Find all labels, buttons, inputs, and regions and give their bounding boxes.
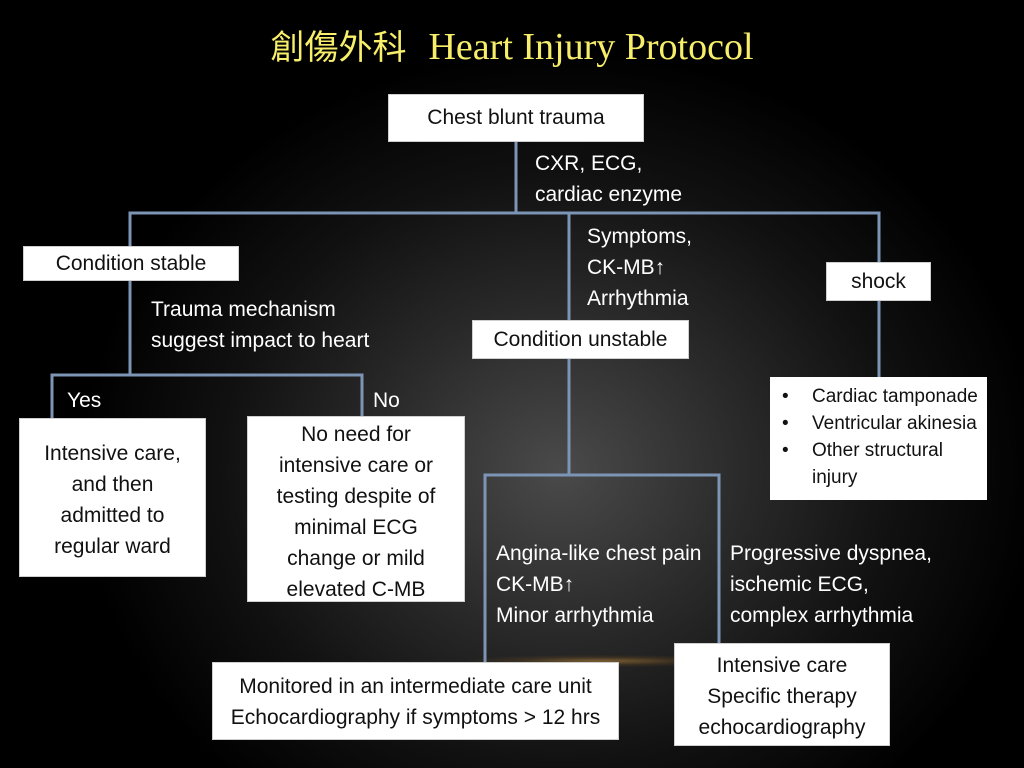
node-intermediate-care: Monitored in an intermediate care unit E… xyxy=(212,662,619,740)
label-line: Progressive dyspnea, xyxy=(730,542,932,565)
label-yes: Yes xyxy=(67,385,101,416)
node-condition-stable: Condition stable xyxy=(23,246,239,281)
label-line: ischemic ECG, xyxy=(730,573,869,596)
node-chest-blunt-trauma: Chest blunt trauma xyxy=(388,94,644,142)
label-line: Minor arrhythmia xyxy=(496,604,654,627)
node-text: elevated C-MB xyxy=(286,578,426,601)
node-text: Condition stable xyxy=(55,252,207,275)
node-text: shock xyxy=(851,270,906,293)
label-line: suggest impact to heart xyxy=(151,329,370,352)
list-item: Cardiac tamponade xyxy=(770,383,987,410)
label-line: CK-MB↑ xyxy=(496,573,575,596)
label-symptoms: Symptoms, CK-MB↑ Arrhythmia xyxy=(587,221,692,314)
node-text: minimal ECG xyxy=(294,516,418,539)
node-text: change or mild xyxy=(287,547,425,570)
label-line: Arrhythmia xyxy=(587,287,689,310)
label-line: Trauma mechanism xyxy=(151,298,336,321)
label-no: No xyxy=(373,385,400,416)
node-text: Intensive care, xyxy=(44,442,181,465)
node-text: Chest blunt trauma xyxy=(427,106,605,129)
label-line: Symptoms, xyxy=(587,225,693,248)
list-item: Ventricular akinesia xyxy=(770,410,987,437)
node-text: testing despite of xyxy=(276,485,436,508)
label-line: cardiac enzyme xyxy=(535,183,683,206)
node-text: Echocardiography if symptoms > 12 hrs xyxy=(230,706,601,729)
node-text: and then xyxy=(71,473,154,496)
node-text: intensive care or xyxy=(278,454,434,477)
node-text: admitted to xyxy=(60,504,165,527)
node-intensive-care: Intensive care Specific therapy echocard… xyxy=(674,643,890,746)
node-shock: shock xyxy=(826,262,931,301)
label-line: Yes xyxy=(67,389,102,412)
node-text: echocardiography xyxy=(698,716,866,739)
slide-title: 創傷外科 Heart Injury Protocol xyxy=(0,22,1024,73)
label-line: CK-MB↑ xyxy=(587,256,666,279)
title-cjk: 創傷外科 xyxy=(270,28,407,68)
node-text: Monitored in an intermediate care unit xyxy=(239,675,592,698)
label-trauma-mechanism: Trauma mechanism suggest impact to heart xyxy=(151,294,369,356)
node-no-intensive-care: No need for intensive care or testing de… xyxy=(247,416,465,602)
node-text: Intensive care xyxy=(716,654,848,677)
node-text: Specific therapy xyxy=(707,685,857,708)
node-shock-findings: Cardiac tamponade Ventricular akinesia O… xyxy=(770,377,987,500)
label-angina: Angina-like chest pain CK-MB↑ Minor arrh… xyxy=(496,538,701,631)
label-workup: CXR, ECG, cardiac enzyme xyxy=(535,148,682,210)
label-line: Angina-like chest pain xyxy=(496,542,702,565)
label-progressive: Progressive dyspnea, ischemic ECG, compl… xyxy=(730,538,932,631)
node-text: Condition unstable xyxy=(493,328,668,351)
list-item: Other structural injury xyxy=(770,437,987,491)
label-line: No xyxy=(373,389,400,412)
title-english: Heart Injury Protocol xyxy=(428,26,754,68)
label-line: CXR, ECG, xyxy=(535,152,643,175)
node-intensive-care-then-ward: Intensive care, and then admitted to reg… xyxy=(19,418,206,577)
node-text: regular ward xyxy=(54,535,171,558)
node-condition-unstable: Condition unstable xyxy=(472,320,689,359)
node-text: No need for xyxy=(301,423,411,446)
shock-findings-list: Cardiac tamponade Ventricular akinesia O… xyxy=(770,383,987,491)
label-line: complex arrhythmia xyxy=(730,604,914,627)
